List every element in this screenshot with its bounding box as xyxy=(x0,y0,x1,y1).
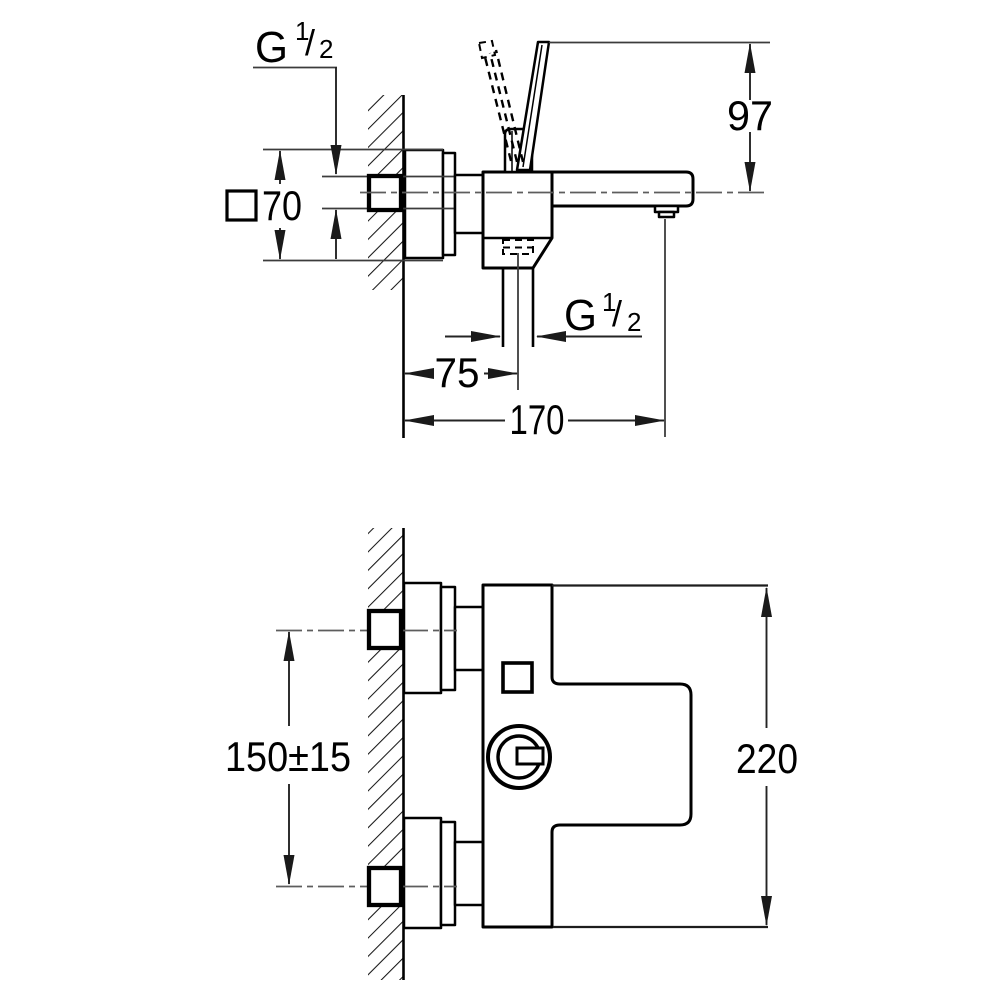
side-view: 70 G 1 / 2 97 75 170 G 1 / 2 xyxy=(225,16,773,443)
dim-escutcheon-square-value: 70 xyxy=(262,182,302,229)
wall-thread-label-numerator: 1 xyxy=(295,16,309,46)
wall-thread-label-main: G xyxy=(255,23,288,72)
lever-dashed-edge-right xyxy=(494,49,525,163)
lever-dashed-cap xyxy=(477,39,497,60)
escutcheon-bottom-front xyxy=(402,816,443,930)
outlet-thread-label-numerator: 1 xyxy=(602,287,616,317)
outlet-thread-label-main: G xyxy=(564,291,597,340)
s-union-nut-top-front xyxy=(366,608,404,651)
outlet-thread-label-slash: / xyxy=(612,293,622,334)
wall-hatch-front xyxy=(368,528,403,980)
dim-spout-reach-value: 170 xyxy=(510,396,565,443)
dim-spout-height-value: 97 xyxy=(727,92,773,139)
escutcheon-top-flange-front xyxy=(439,585,457,692)
dim-overall-height-value: 220 xyxy=(736,735,798,782)
diverter-button xyxy=(501,661,534,694)
mixer-body-side xyxy=(481,170,554,270)
lever-dashed-edge-mid xyxy=(488,52,519,163)
connection-stub-top-front xyxy=(453,605,485,672)
escutcheon-flange-side xyxy=(441,151,457,257)
escutcheon-bottom-flange-front xyxy=(439,820,457,927)
lever-handle-inner-line xyxy=(522,44,543,168)
connection-stub-bottom-front xyxy=(453,840,485,907)
escutcheon-side xyxy=(403,148,445,260)
spout-side xyxy=(550,170,695,208)
dim-connection-spacing-value: 150±15 xyxy=(225,733,351,780)
lever-dashed-edge-left xyxy=(483,56,513,162)
dim-outlet-offset-value: 75 xyxy=(435,349,480,396)
connection-stub-side xyxy=(453,173,485,235)
escutcheon-top-front xyxy=(402,581,443,695)
s-union-nut-bottom-front xyxy=(366,865,404,908)
mixer-body-front xyxy=(481,583,693,929)
knob-lever-pointer xyxy=(515,746,545,766)
square-dimension-symbol xyxy=(225,189,258,222)
outlet-thread-label-denominator: 2 xyxy=(627,307,641,337)
wall-thread-label-denominator: 2 xyxy=(319,34,333,64)
wall-thread-label-slash: / xyxy=(305,22,315,63)
aerator-body xyxy=(657,210,676,219)
front-view: 150±15 220 xyxy=(225,528,798,980)
